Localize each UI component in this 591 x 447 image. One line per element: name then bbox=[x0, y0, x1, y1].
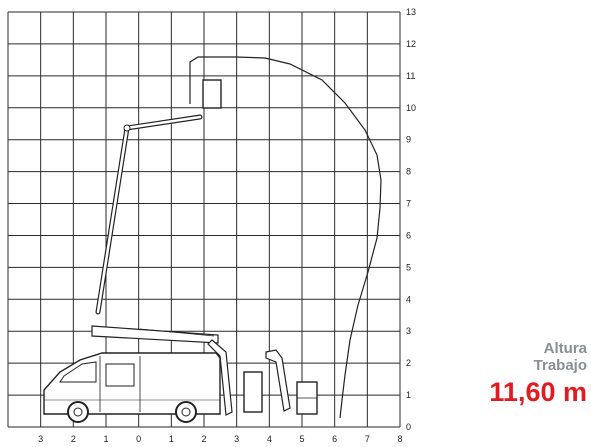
x-tick-label: 2 bbox=[201, 434, 206, 444]
y-tick-label: 5 bbox=[406, 262, 411, 272]
x-tick-label: 1 bbox=[169, 434, 174, 444]
y-tick-label: 13 bbox=[406, 7, 416, 17]
x-tick-label: 3 bbox=[38, 434, 43, 444]
info-label-line1: Altura bbox=[543, 340, 587, 357]
y-tick-label: 8 bbox=[406, 167, 411, 177]
y-tick-label: 10 bbox=[406, 103, 416, 113]
y-tick-label: 0 bbox=[406, 422, 411, 432]
x-tick-label: 4 bbox=[267, 434, 272, 444]
working-height-value: 11,60 m bbox=[489, 377, 587, 407]
x-tick-label: 8 bbox=[397, 434, 402, 444]
working-height-info: Altura Trabajo 11,60 m bbox=[489, 340, 587, 408]
y-tick-label: 4 bbox=[406, 294, 411, 304]
y-tick-label: 2 bbox=[406, 358, 411, 368]
info-label-line2: Trabajo bbox=[533, 357, 587, 374]
work-basket-icon bbox=[202, 79, 318, 415]
y-tick-label: 3 bbox=[406, 326, 411, 336]
y-tick-label: 7 bbox=[406, 199, 411, 209]
x-tick-label: 3 bbox=[234, 434, 239, 444]
x-axis-labels: 3 2 1 0 1 2 3 4 5 6 7 8 bbox=[38, 434, 402, 444]
y-tick-label: 9 bbox=[406, 135, 411, 145]
y-tick-label: 12 bbox=[406, 39, 416, 49]
x-tick-label: 1 bbox=[103, 434, 108, 444]
x-tick-label: 7 bbox=[365, 434, 370, 444]
x-tick-label: 2 bbox=[71, 434, 76, 444]
aerial-platform-icon bbox=[91, 114, 291, 416]
x-tick-label: 5 bbox=[299, 434, 304, 444]
y-tick-label: 1 bbox=[406, 390, 411, 400]
y-tick-label: 6 bbox=[406, 230, 411, 240]
y-tick-label: 11 bbox=[406, 71, 415, 81]
x-tick-label: 6 bbox=[332, 434, 337, 444]
working-envelope-outline bbox=[189, 56, 382, 419]
x-tick-label: 0 bbox=[136, 434, 141, 444]
van-icon bbox=[43, 352, 221, 423]
